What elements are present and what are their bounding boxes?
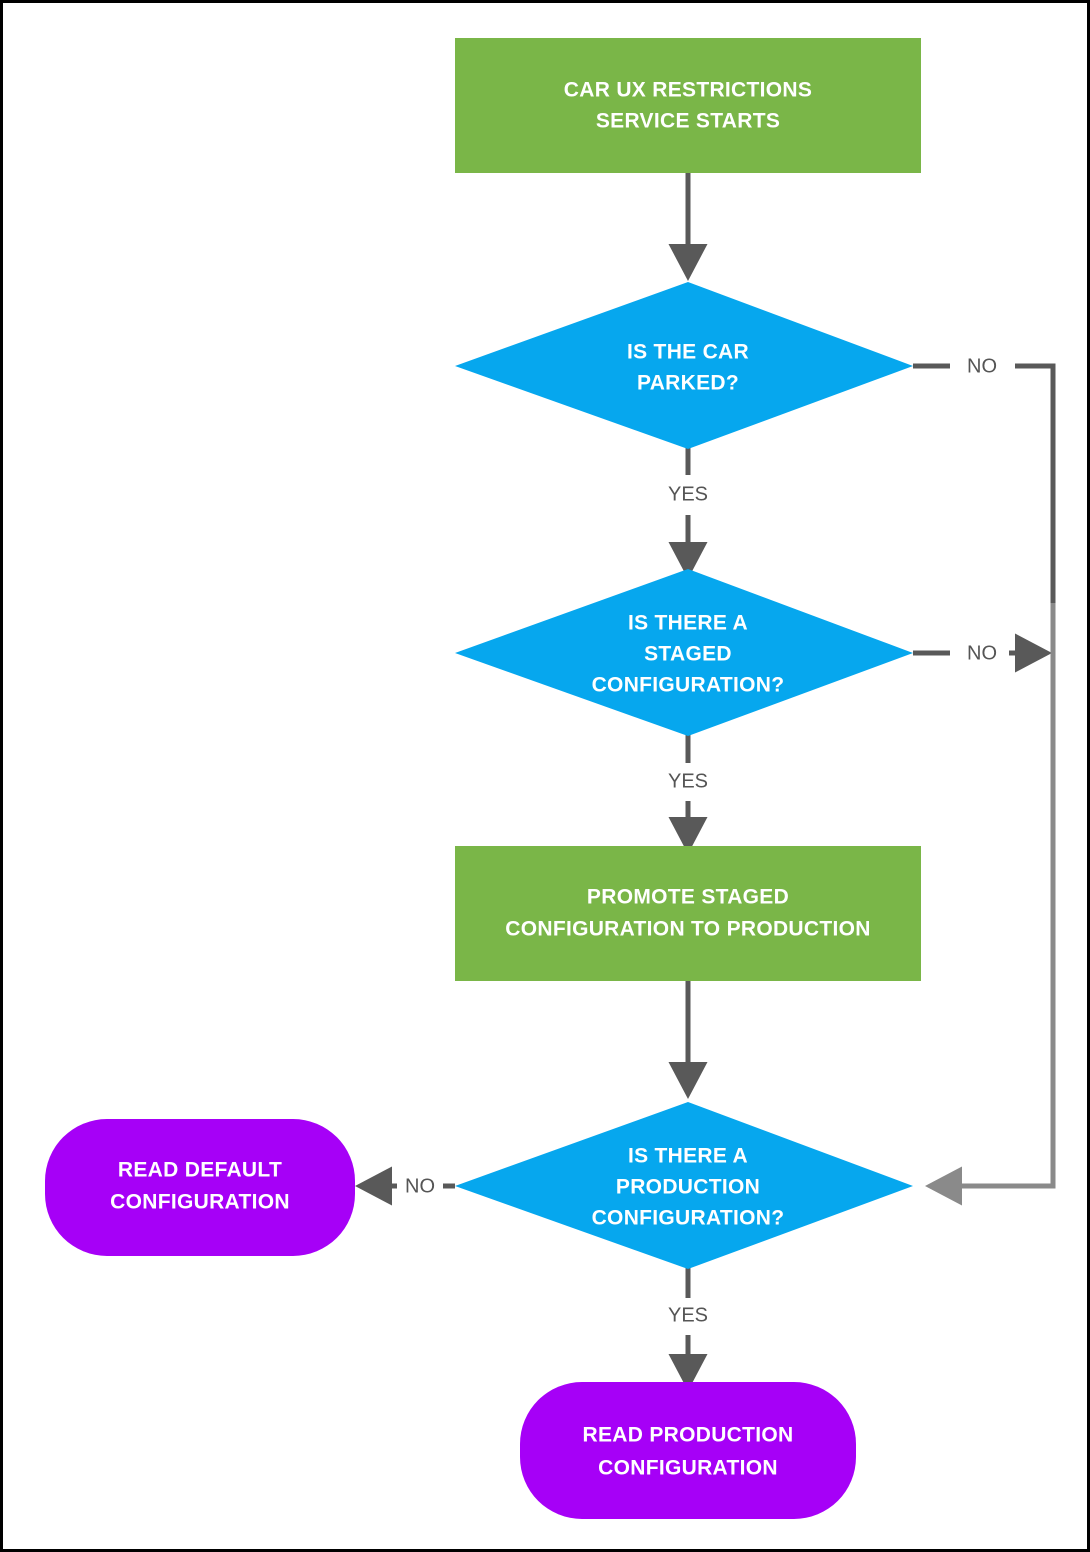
node-start[interactable]: CAR UX RESTRICTIONS SERVICE STARTS [455,38,921,173]
node-is-there-staged-configuration[interactable]: IS THERE A STAGED CONFIGURATION? [455,569,913,736]
node-read-default-line-2: CONFIGURATION [110,1191,290,1214]
flowchart-svg: YES NO YES NO [45,38,1056,1519]
node-production-line-1: IS THERE A [628,1145,748,1168]
node-promote-line-2: CONFIGURATION TO PRODUCTION [505,918,870,941]
node-promote-line-1: PROMOTE STAGED [587,886,789,909]
node-is-car-parked-line-1: IS THE CAR [627,341,749,364]
node-staged-line-3: CONFIGURATION? [592,674,785,697]
edge-staged-no: NO [913,633,1053,673]
node-is-car-parked-line-2: PARKED? [637,372,739,395]
node-read-default-line-1: READ DEFAULT [118,1159,282,1182]
node-promote-staged-configuration[interactable]: PROMOTE STAGED CONFIGURATION TO PRODUCTI… [455,846,921,981]
edge-parked-yes: YES [668,448,708,580]
edge-label-parked-no: NO [967,355,997,377]
node-is-car-parked[interactable]: IS THE CAR PARKED? [455,282,913,449]
node-is-there-production-configuration[interactable]: IS THERE A PRODUCTION CONFIGURATION? [455,1102,913,1269]
node-read-production-line-1: READ PRODUCTION [582,1424,793,1447]
edge-parked-no: NO [913,355,1056,603]
edge-production-no: NO [354,1166,455,1206]
node-start-line-1: CAR UX RESTRICTIONS [564,79,812,102]
edge-label-staged-yes: YES [668,770,708,792]
node-read-default-configuration[interactable]: READ DEFAULT CONFIGURATION [45,1119,355,1256]
node-read-production-line-2: CONFIGURATION [598,1457,778,1480]
edge-rail-to-production-check [924,603,1056,1206]
edge-label-production-yes: YES [668,1304,708,1326]
edge-label-staged-no: NO [967,642,997,664]
node-production-line-3: CONFIGURATION? [592,1207,785,1230]
edge-label-production-no: NO [405,1175,435,1197]
node-production-line-2: PRODUCTION [616,1176,760,1199]
node-read-production-configuration[interactable]: READ PRODUCTION CONFIGURATION [520,1382,856,1519]
edge-production-yes: YES [668,1268,708,1392]
edge-label-parked-yes: YES [668,483,708,505]
node-staged-line-1: IS THERE A [628,612,748,635]
node-start-line-2: SERVICE STARTS [596,110,780,133]
edge-staged-yes: YES [668,735,708,855]
node-staged-line-2: STAGED [644,643,732,666]
